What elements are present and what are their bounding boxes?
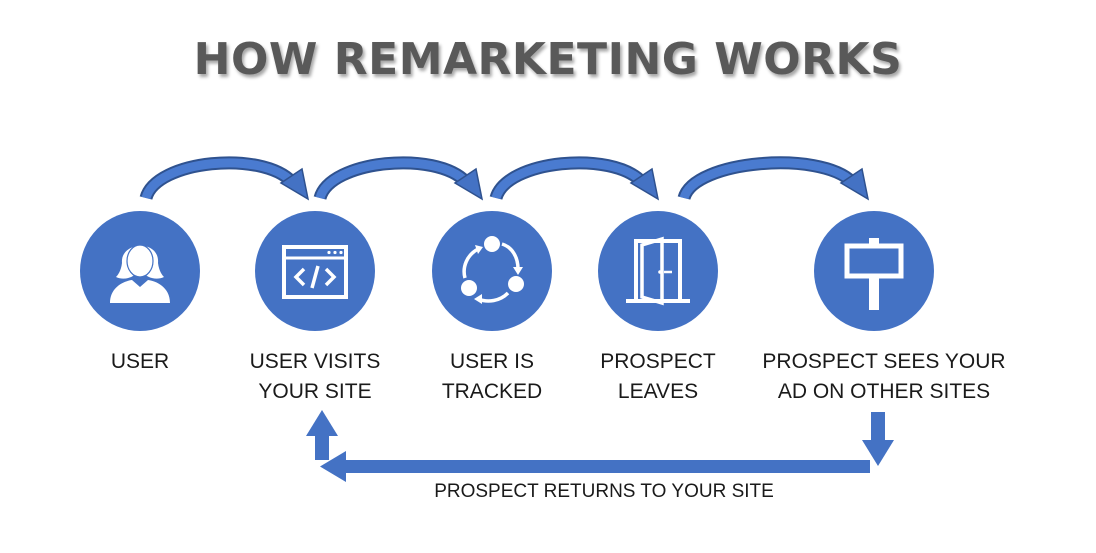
- step-label-line1: USER IS: [449, 350, 535, 373]
- step-label-line1: USER VISITS: [249, 350, 381, 373]
- step-label-user: USER: [80, 347, 200, 377]
- step-label-line2: YOUR SITE: [258, 380, 372, 403]
- code-window-icon: [255, 211, 375, 331]
- page-title: HOW REMARKETING WORKS: [193, 34, 903, 85]
- step-label-leaves: PROSPECT LEAVES: [578, 347, 738, 407]
- return-left-arrow: [320, 451, 870, 482]
- step-leaves-circle: [598, 211, 718, 331]
- door-exit-icon: [598, 211, 718, 331]
- cycle-icon: [432, 211, 552, 331]
- step-user-circle: [80, 211, 200, 331]
- signpost-icon: [814, 211, 934, 331]
- step-label-line2: LEAVES: [617, 380, 699, 403]
- arrowhead-2: [453, 167, 484, 201]
- step-label-sees-ad: PROSPECT SEES YOUR AD ON OTHER SITES: [754, 347, 1014, 407]
- arrowhead-1: [279, 167, 310, 201]
- step-tracked-circle: [432, 211, 552, 331]
- down-arrow: [862, 412, 894, 466]
- step-label-visits: USER VISITS YOUR SITE: [235, 347, 395, 407]
- step-label-line2: TRACKED: [441, 380, 543, 403]
- step-visits-circle: [255, 211, 375, 331]
- step-sees-ad-circle: [814, 211, 934, 331]
- up-arrow: [306, 410, 338, 460]
- step-label-tracked: USER IS TRACKED: [412, 347, 572, 407]
- arrowhead-3: [629, 167, 660, 201]
- user-icon: [80, 211, 200, 331]
- step-label-line1: PROSPECT SEES YOUR: [762, 350, 1006, 373]
- step-label-line2: AD ON OTHER SITES: [777, 380, 991, 403]
- step-label-line1: USER: [110, 350, 170, 373]
- arrowhead-4: [839, 167, 870, 201]
- return-label: PROSPECT RETURNS TO YOUR SITE: [434, 481, 774, 502]
- step-label-line1: PROSPECT: [600, 350, 716, 373]
